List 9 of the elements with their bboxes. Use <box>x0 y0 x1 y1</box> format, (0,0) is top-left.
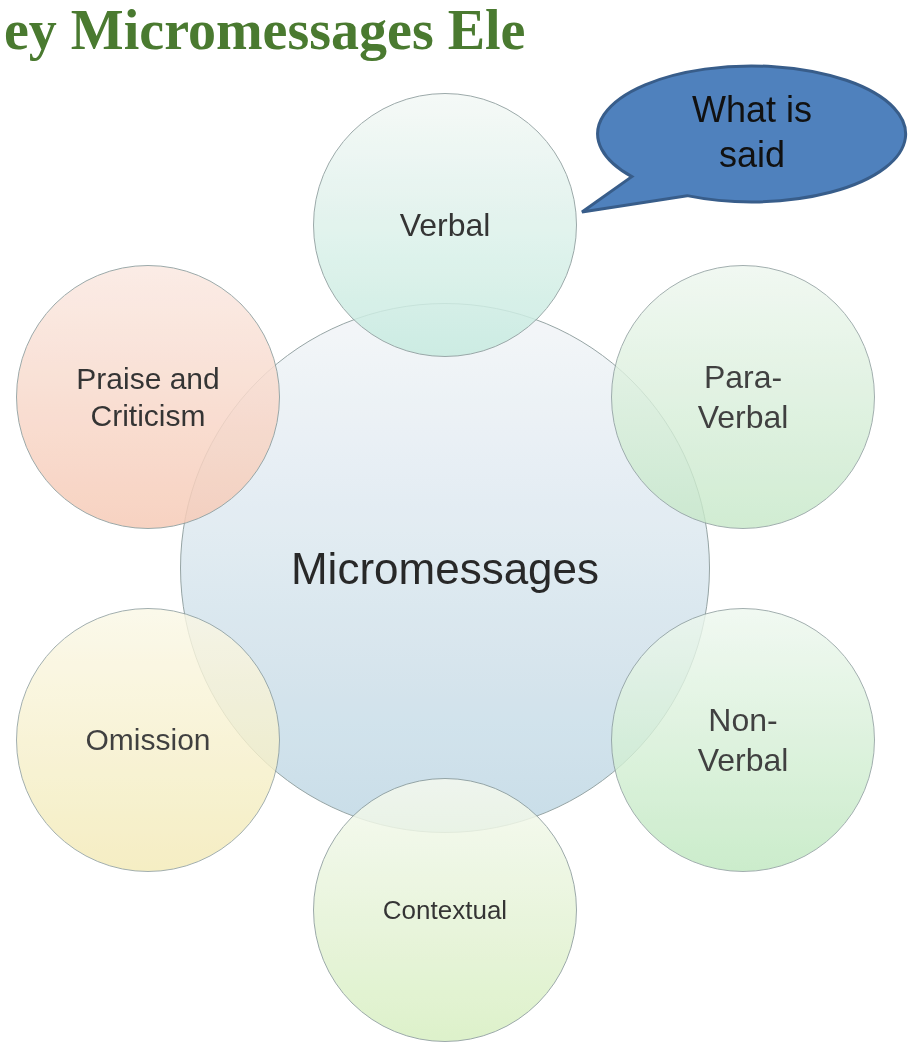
circle-label: Praise and Criticism <box>75 360 221 434</box>
circle-label: Contextual <box>382 893 508 927</box>
circle-label: Para- Verbal <box>696 358 790 437</box>
circle-label: Non- Verbal <box>696 701 790 780</box>
bubble-text: What is said <box>691 88 813 177</box>
title: ey Micromessages Ele <box>4 0 526 62</box>
circle-label: Micromessages <box>290 542 600 595</box>
circle-label: Verbal <box>399 206 491 245</box>
circle-label: Omission <box>85 722 211 759</box>
